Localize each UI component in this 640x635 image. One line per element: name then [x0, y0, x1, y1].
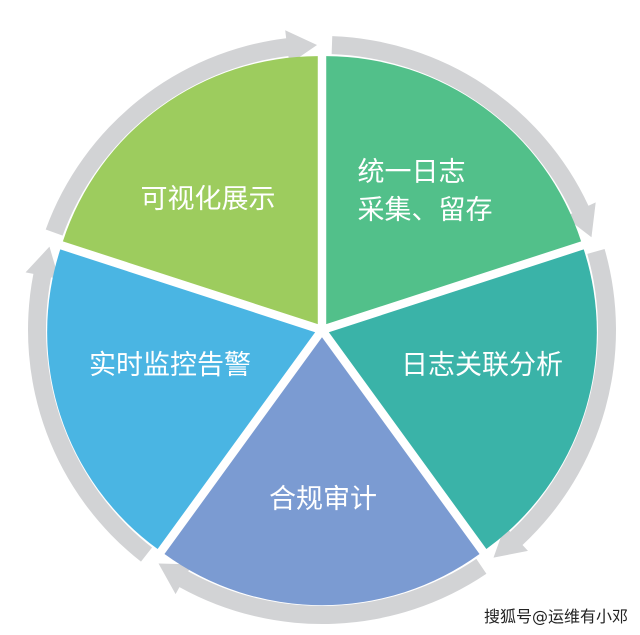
segment-log-collection [326, 56, 582, 325]
watermark: 搜狐号@运维有小邓 [483, 607, 628, 626]
segment-label-correlation-analysis: 日志关联分析 [401, 350, 563, 381]
cycle-arrow-icon [45, 30, 318, 236]
segment-compliance-audit [164, 337, 480, 606]
segment-correlation-analysis [328, 249, 597, 550]
segment-label-compliance-audit: 合规审计 [269, 484, 377, 515]
segment-label-log-collection: 统一日志 采集、留存 [358, 154, 493, 230]
label-line-1: 统一日志 [357, 157, 466, 188]
cycle-arrow-icon [25, 246, 153, 562]
label-line-2: 采集、留存 [357, 195, 493, 226]
cycle-arrow-icon [158, 558, 487, 625]
segment-visualization [62, 56, 318, 325]
segment-label-realtime-monitoring: 实时监控告警 [89, 350, 251, 381]
segment-label-visualization: 可视化展示 [140, 184, 276, 215]
cycle-arrow-icon [493, 248, 617, 558]
segment-realtime-monitoring [47, 249, 316, 550]
